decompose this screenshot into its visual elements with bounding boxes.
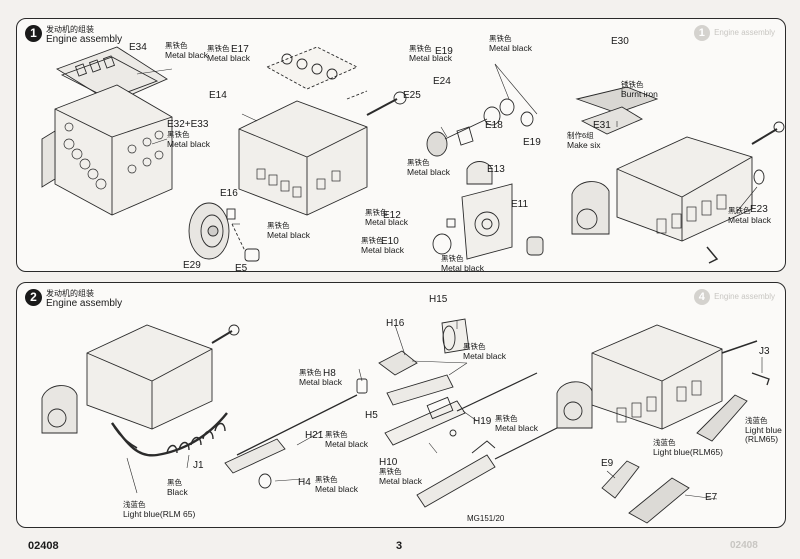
part-e19-top: E19: [435, 46, 453, 57]
callout-e9-color: 浅蓝色 Light blue(RLM65): [653, 438, 723, 457]
engine-block-left: [41, 46, 173, 216]
part-mg151: MG151/20: [467, 514, 505, 523]
part-e25: E25: [403, 90, 421, 101]
engine-right-step2: [556, 324, 770, 524]
part-e12: E12: [383, 210, 401, 221]
step-2-title-cn: 发动机的组装: [46, 289, 94, 298]
part-e7: E7: [705, 492, 718, 503]
step-2-number: 2: [25, 289, 42, 306]
step-1-title-en: Engine assembly: [46, 34, 123, 46]
step-1-header: 1 发动机的组装 Engine assembly: [25, 25, 122, 46]
step-2-title-en: Engine assembly: [46, 298, 123, 310]
gun-assembly: [224, 318, 568, 508]
part-h15: H15: [429, 294, 448, 305]
part-e18: E18: [485, 120, 503, 131]
step-1-line-art: [41, 46, 785, 264]
part-e34: E34: [129, 42, 147, 53]
part-e30: E30: [611, 36, 629, 47]
callout-e25-color: 黑铁色 Metal black: [407, 158, 450, 177]
callout-e17-color: 黑铁色 Metal black: [207, 44, 250, 63]
engine-right: [571, 86, 785, 264]
step-1-number: 1: [25, 25, 42, 42]
callout-j3-color: 浅蓝色 Light blue (RLM65): [745, 416, 782, 445]
part-e32-e33: E32+E33: [167, 119, 209, 130]
engine-left-step2: [41, 324, 240, 494]
callout-h8-color: 黑铁色 Metal black: [299, 368, 342, 387]
part-e24: E24: [433, 76, 451, 87]
callout-h19-color: 黑铁色 Metal black: [495, 414, 538, 433]
model-code-bleed-through: 02408: [730, 540, 758, 551]
part-e19-right: E19: [523, 137, 541, 148]
step-1-bleed-through: 1 Engine assembly: [693, 25, 775, 41]
callout-e23-color: 黑铁色 Metal black: [728, 206, 771, 225]
part-e16: E16: [220, 188, 238, 199]
callout-e30-color: 锈铁色 Burnt iron: [621, 80, 658, 99]
step-2-panel: 2 发动机的组装 Engine assembly 4 Engine assemb…: [16, 282, 786, 528]
part-h10: H10: [379, 457, 398, 468]
callout-h21-color: 黑铁色 Metal black: [325, 430, 368, 449]
part-h8: H8: [323, 368, 336, 379]
page-number: 3: [396, 540, 403, 552]
part-j1: J1: [193, 460, 204, 471]
step-1-panel: 1 发动机的组装 Engine assembly 1 Engine assemb…: [16, 18, 786, 272]
step-2-header: 2 发动机的组装 Engine assembly: [25, 289, 122, 310]
callout-e18-color: 黑铁色 Metal black: [489, 34, 532, 53]
callout-e19-color: 黑铁色 Metal black: [409, 44, 452, 63]
step-2-line-art: [41, 318, 770, 524]
callout-j1-color: 黑色 Black: [167, 478, 188, 497]
part-e31: E31: [593, 120, 611, 131]
part-e5: E5: [235, 263, 248, 272]
part-e13: E13: [487, 164, 505, 175]
flywheel-part: [188, 202, 260, 262]
part-e29: E29: [183, 260, 201, 271]
callout-e13-color: 黑铁色 Metal black: [441, 254, 484, 272]
part-e14: E14: [209, 90, 227, 101]
step-2-bleed-through: 4 Engine assembly: [693, 289, 775, 305]
part-e11: E11: [511, 199, 529, 210]
part-e9: E9: [601, 458, 614, 469]
callout-e32-color: 黑铁色 Metal black: [167, 130, 210, 149]
callout-e16-color: 黑铁色 Metal black: [267, 221, 310, 240]
callout-h4-color: 黑铁色 Metal black: [315, 475, 358, 494]
model-code: 02408: [28, 540, 59, 552]
part-e10: E10: [381, 236, 399, 247]
callout-e31-note: 制作6组 Make six: [567, 131, 601, 150]
step-1-title-cn: 发动机的组装: [46, 25, 94, 34]
engine-crankcase: [238, 46, 407, 216]
callout-h16-color: 黑铁色 Metal black: [463, 342, 506, 361]
part-e17: E17: [231, 44, 249, 55]
part-j3: J3: [759, 346, 770, 357]
part-e23: E23: [750, 204, 768, 215]
part-h5: H5: [365, 410, 378, 421]
part-h16: H16: [386, 318, 405, 329]
supercharger-parts: [426, 98, 544, 260]
callout-j1-extra: 浅蓝色 Light blue(RLM 65): [123, 500, 196, 519]
part-h21: H21: [305, 430, 324, 441]
callout-e12-color: 黑铁色 Metal black: [365, 208, 408, 227]
part-h19: H19: [473, 416, 492, 427]
callout-e10-color: 黑铁色 Metal black: [361, 236, 404, 255]
callout-e34-color: 黑铁色 Metal black: [165, 41, 208, 60]
callout-h10-color: 黑铁色 Metal black: [379, 467, 422, 486]
part-h4: H4: [298, 477, 311, 488]
